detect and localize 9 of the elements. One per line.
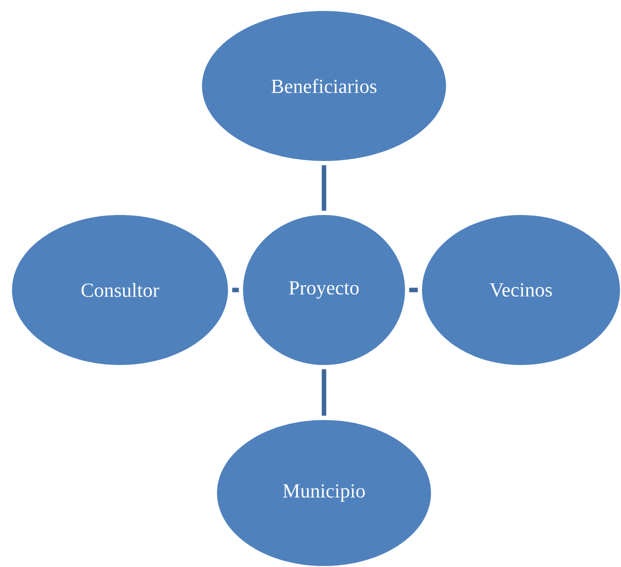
connector-line — [232, 288, 239, 292]
ellipse-node: Municipio — [217, 420, 431, 566]
connector-line — [322, 369, 326, 416]
ellipse-node: Consultor — [12, 214, 228, 365]
ellipse-node: Beneficiarios — [202, 11, 446, 161]
ellipse-node: Proyecto — [243, 214, 405, 365]
ellipse-node: Vecinos — [422, 214, 620, 365]
connector-line — [409, 288, 418, 292]
connector-line — [322, 165, 326, 211]
